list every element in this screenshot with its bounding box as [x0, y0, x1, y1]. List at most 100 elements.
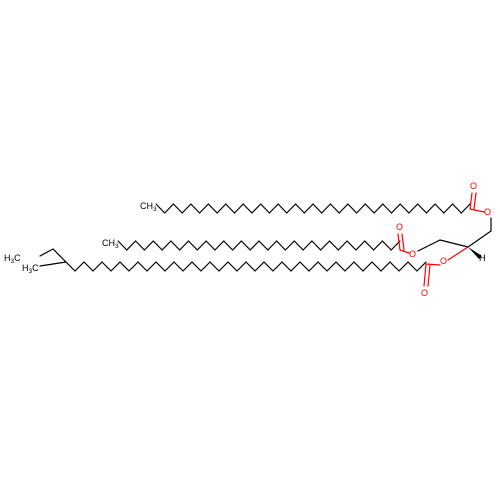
chain3-bond	[155, 261, 166, 272]
chain3-bond	[164, 261, 175, 272]
chain2-bond	[346, 240, 357, 251]
chain1-bond	[181, 203, 192, 214]
chain3-bond	[281, 261, 292, 272]
chain3-bond	[209, 261, 220, 272]
chain2-bond	[258, 240, 269, 251]
stereo-to-oxygen-bond	[447, 246, 469, 261]
chain2-bond	[135, 240, 145, 251]
chain3-bond	[326, 261, 337, 272]
chain3-bond	[137, 261, 148, 272]
chain2-bond	[126, 240, 137, 251]
chain1-bond	[199, 203, 209, 214]
ester1-carbonyl-bond	[469, 192, 473, 210]
chain3-bond	[353, 261, 364, 272]
chain1-bond	[338, 203, 349, 214]
chain3-ethyl-bond	[52, 248, 67, 263]
chain2-bond	[328, 240, 339, 251]
atom-label-layer: CH3 CH3 H3C H3C O O O O O O H	[4, 181, 491, 298]
chain3-bond	[74, 261, 85, 272]
chain3-bond	[128, 261, 139, 272]
ester2-ether-bond	[399, 249, 410, 254]
ester2-carbonyl-bond	[397, 233, 401, 251]
chain2-bond	[232, 240, 242, 251]
chain3-bond	[182, 261, 193, 272]
chain3-bond	[371, 261, 382, 272]
chain2-bond	[170, 240, 181, 251]
chain1-bond	[329, 203, 340, 214]
chain1-bond	[190, 203, 201, 214]
chain3-bond	[146, 261, 157, 272]
bond-layer	[39, 192, 492, 287]
ester3-ether-oxygen: O	[440, 256, 447, 266]
chain1-bond	[390, 203, 401, 214]
chain3-ethyl-terminal-h3c: H3C	[4, 253, 21, 265]
chain1-bond	[347, 203, 358, 214]
chain2-bond	[355, 240, 366, 251]
chain2-bond	[143, 240, 154, 251]
chain3-bond	[110, 261, 121, 272]
chain1-bond	[425, 203, 436, 214]
chain2-bond	[117, 240, 128, 251]
chain2-bond	[337, 240, 348, 251]
chain2-bond	[187, 240, 198, 251]
chain3-bond	[362, 261, 373, 272]
chain1-bond	[242, 203, 253, 214]
ester1-carbonyl-bond	[473, 192, 477, 210]
chain2-bond	[302, 240, 313, 251]
chain3-bond	[245, 261, 256, 272]
chain2-bond	[179, 240, 190, 251]
chain1-bond	[286, 203, 297, 214]
chain1-bond	[408, 203, 419, 214]
chain3-bond	[272, 261, 283, 272]
chain2-bond	[196, 240, 207, 251]
chain2-bond	[152, 240, 163, 251]
chain1-bond	[382, 203, 393, 214]
chain1-bond	[443, 203, 454, 214]
chain3-bond	[317, 261, 328, 272]
chain2-bond	[267, 240, 278, 251]
chain3-methyl-terminal-h3c: H3C	[22, 263, 39, 275]
chain3-bond	[263, 261, 274, 272]
chain1-terminal-ch3: CH3	[140, 201, 157, 213]
chain2-bond	[284, 240, 295, 251]
chain3-bond	[299, 261, 310, 272]
chain3-bond	[389, 261, 400, 272]
chain3-bond	[191, 261, 202, 272]
chain3-bond	[398, 261, 409, 272]
chain2-bond	[311, 240, 322, 251]
chain1-bond	[225, 203, 236, 214]
ester3-carbonyl-bond	[427, 264, 431, 287]
chain1-bond	[303, 203, 314, 214]
chain1-bond	[460, 203, 471, 214]
glycerol-ch2-bond-2	[417, 239, 441, 252]
ester2-carbonyl-oxygen: O	[396, 222, 403, 232]
ester2-ether-oxygen: O	[409, 249, 416, 259]
chain1-bond	[277, 203, 288, 214]
chain1-bond	[452, 203, 462, 214]
ester1-ether-bond	[469, 208, 485, 213]
chain1-bond	[399, 203, 410, 214]
chain2-bond	[364, 240, 375, 251]
chain3-bond	[200, 261, 211, 272]
chain1-bond	[172, 203, 183, 214]
chain1-bond	[155, 203, 166, 214]
chain2-bond	[223, 240, 234, 251]
chain2-bond	[205, 240, 216, 251]
chain2-bond	[373, 240, 383, 251]
chain1-bond	[373, 203, 384, 214]
chain1-bond	[233, 203, 244, 214]
chain3-bond	[236, 261, 247, 272]
chain1-bond	[268, 203, 279, 214]
chain3-bond	[65, 261, 76, 272]
chain3-methyl-bond	[39, 261, 67, 267]
chain2-bond	[276, 240, 286, 251]
chain2-bond	[293, 240, 304, 251]
glycerol-backbone-bond	[467, 230, 492, 248]
chain1-bond	[207, 203, 218, 214]
chain1-bond	[295, 203, 305, 214]
ester3-carbonyl-oxygen: O	[421, 288, 428, 298]
chain1-bond	[321, 203, 331, 214]
chain1-bond	[364, 203, 375, 214]
chain2-bond	[249, 240, 260, 251]
